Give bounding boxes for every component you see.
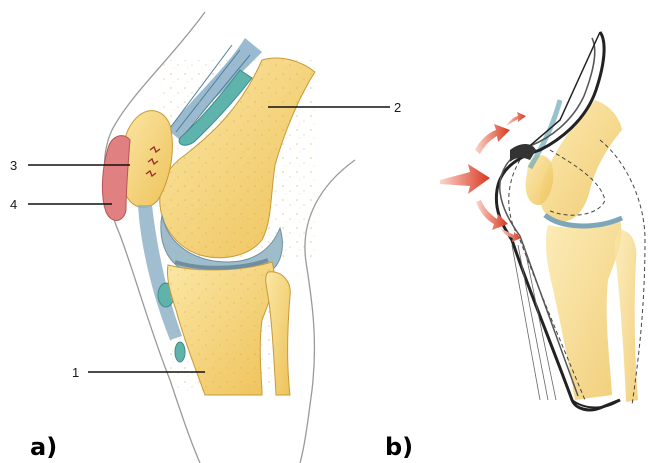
callout-number-2: 2 [394, 100, 401, 115]
panel-label-a: a) [30, 433, 57, 461]
tibia-b [546, 220, 621, 400]
callout-number-1: 1 [72, 365, 79, 380]
callout-number-3: 3 [10, 158, 17, 173]
panel-label-b: b) [385, 433, 413, 461]
force-arrow-top [506, 112, 526, 126]
panel-b-knee-brace: b) [385, 32, 645, 461]
force-arrow-upper [475, 124, 510, 154]
force-arrow-center [440, 164, 490, 194]
panel-a-knee-anatomy: 1 2 3 4 a) [10, 12, 401, 463]
fibula-b [615, 230, 638, 402]
callout-number-4: 4 [10, 197, 17, 212]
tibia-texture [168, 265, 273, 395]
